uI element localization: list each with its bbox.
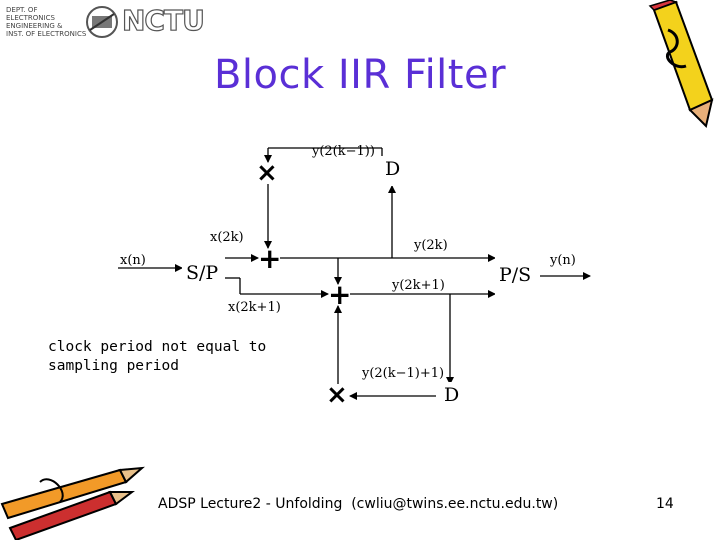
pencils-icon — [0, 466, 145, 540]
sp-block — [182, 256, 225, 284]
ps-label: P/S — [499, 264, 532, 286]
signal-x2k: x(2k) — [210, 230, 244, 245]
footer-text: ADSP Lecture2 - Unfolding (cwliu@twins.e… — [158, 496, 559, 512]
delay-label-top: D — [385, 158, 401, 180]
pencil-icon — [648, 0, 714, 128]
logo-line-2: ENGINEERING & — [6, 22, 63, 30]
logo-line-1: DEPT. OF ELECTRONICS — [6, 6, 55, 22]
add-icon-bottom: + — [328, 278, 352, 311]
multiply-icon-bottom: × — [326, 380, 348, 410]
signal-x2k1: x(2k+1) — [228, 300, 281, 315]
signal-xn: x(n) — [120, 253, 146, 268]
page-title: Block IIR Filter — [213, 52, 507, 98]
signal-yn: y(n) — [550, 253, 576, 268]
signal-y2k-minus-1: y(2(k−1)) — [312, 144, 375, 159]
signal-y2k-minus-1-plus-1: y(2(k−1)+1) — [362, 366, 445, 381]
multiply-icon-top: × — [256, 158, 278, 188]
delay-label-bottom: D — [444, 384, 460, 406]
logo-brand: NCTU — [121, 3, 205, 37]
page-number: 14 — [656, 496, 674, 512]
clock-note: clock period not equal to sampling perio… — [48, 339, 267, 374]
signal-y2k: y(2k) — [414, 238, 448, 253]
logo-line-3: INST. OF ELECTRONICS — [6, 30, 87, 38]
ps-block — [495, 256, 540, 296]
signal-y2k1: y(2k+1) — [392, 278, 445, 293]
sp-label: S/P — [186, 262, 219, 284]
emblem-icon — [86, 6, 118, 38]
dept-logo: DEPT. OF ELECTRONICS ENGINEERING & INST.… — [4, 3, 205, 46]
delay-block-bottom — [436, 382, 466, 410]
add-icon-top: + — [258, 242, 282, 275]
delay-block-top — [378, 156, 408, 186]
